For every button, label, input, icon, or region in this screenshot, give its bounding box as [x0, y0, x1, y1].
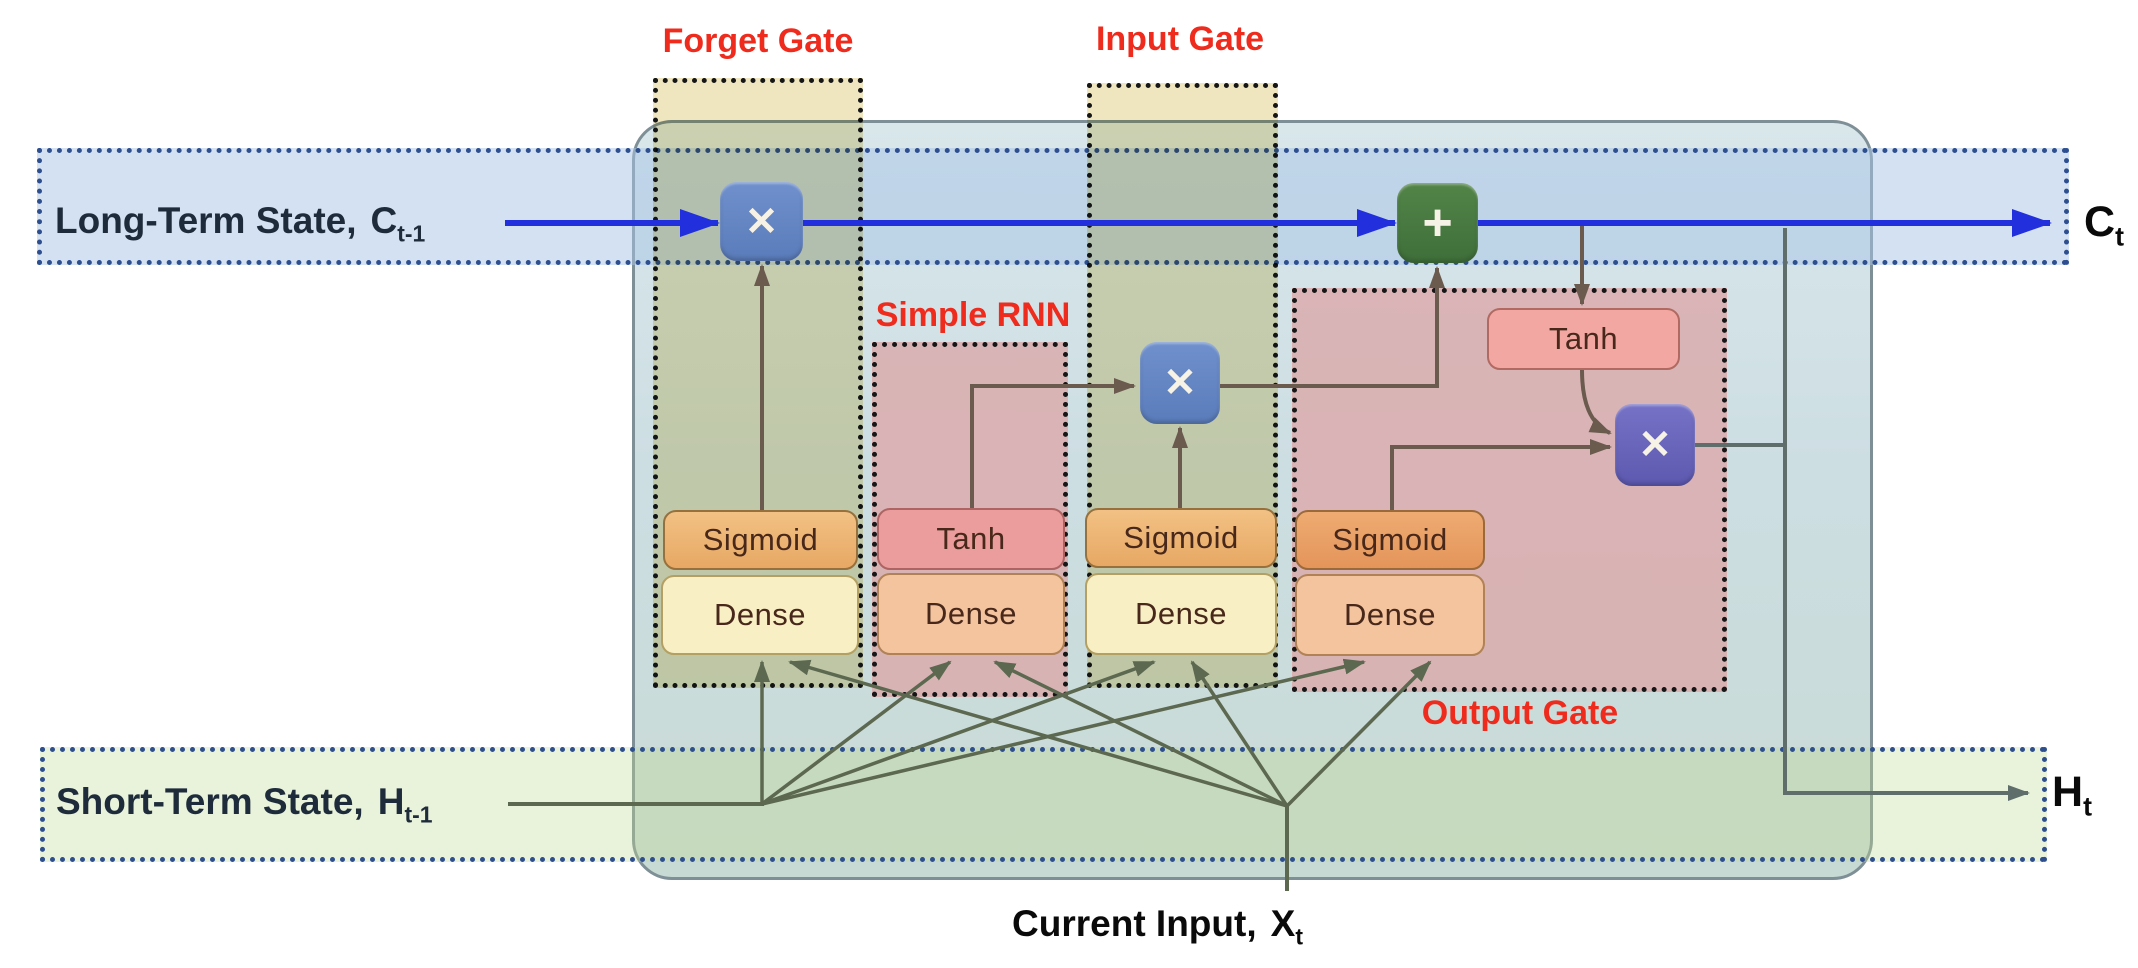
current-input-subscript: t — [1295, 923, 1303, 950]
forget-sigmoid-node: Sigmoid — [663, 510, 858, 570]
current-input-text: Current Input, — [1012, 903, 1257, 944]
cell-state-output-label: Ct — [2084, 198, 2124, 253]
forget-dense-node: Dense — [661, 575, 859, 655]
hidden-state-output-subscript: t — [2083, 791, 2092, 822]
forget-multiply-operator: ✕ — [720, 182, 803, 261]
input-multiply-operator: ✕ — [1140, 342, 1220, 424]
hidden-state-output-var: H — [2052, 768, 2084, 816]
short-term-state-label: Short-Term State, Ht-1 — [56, 781, 432, 828]
long-term-state-subscript: t-1 — [397, 220, 426, 247]
rnn-tanh-node: Tanh — [877, 508, 1065, 570]
long-term-state-label: Long-Term State, Ct-1 — [55, 200, 425, 247]
input-gate-label: Input Gate — [1095, 20, 1265, 58]
long-term-state-text: Long-Term State, — [55, 200, 357, 241]
simple-rnn-label: Simple RNN — [875, 296, 1071, 334]
long-term-state-band — [37, 148, 2069, 265]
current-input-var: X — [1270, 903, 1296, 944]
output-sigmoid-node: Sigmoid — [1295, 510, 1485, 570]
output-multiply-operator: ✕ — [1615, 404, 1695, 486]
output-tanh-node: Tanh — [1487, 308, 1680, 370]
output-dense-node: Dense — [1295, 574, 1485, 656]
input-sigmoid-node: Sigmoid — [1085, 508, 1277, 568]
short-term-state-text: Short-Term State, — [56, 781, 364, 822]
rnn-dense-node: Dense — [877, 573, 1065, 655]
short-term-state-subscript: t-1 — [404, 801, 433, 828]
cell-state-output-var: C — [2084, 198, 2116, 246]
output-gate-label: Output Gate — [1421, 694, 1619, 732]
short-term-state-var: H — [377, 781, 405, 822]
cell-state-output-subscript: t — [2115, 221, 2124, 252]
current-input-label: Current Input, Xt — [975, 903, 1340, 950]
forget-gate-label: Forget Gate — [662, 22, 854, 60]
hidden-state-output-label: Ht — [2052, 768, 2092, 823]
input-dense-node: Dense — [1085, 573, 1277, 655]
long-term-state-var: C — [370, 200, 398, 241]
add-operator: + — [1397, 183, 1478, 263]
